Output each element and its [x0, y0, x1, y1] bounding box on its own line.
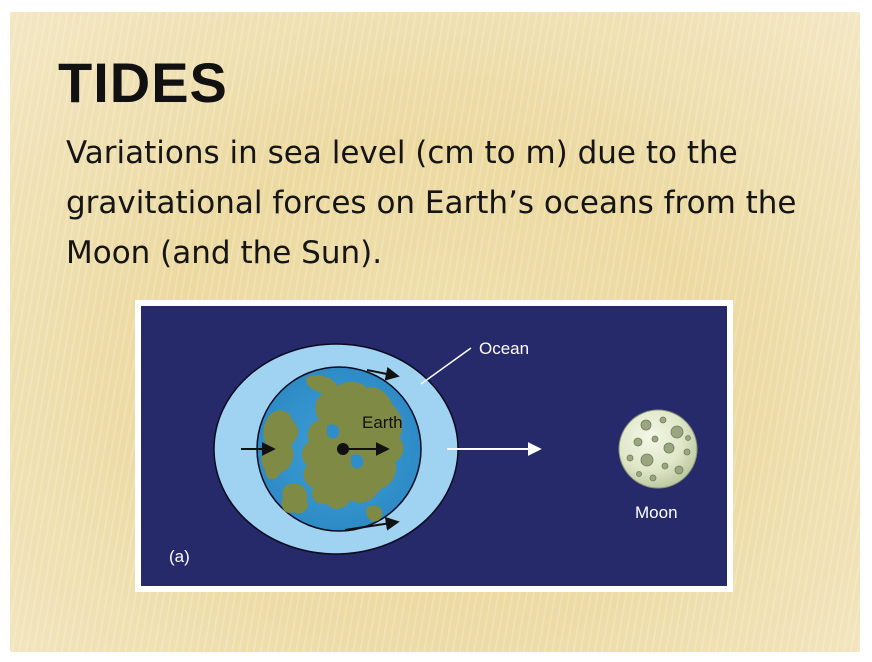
- panel-label: (a): [169, 547, 190, 566]
- ocean-leader-line: [420, 347, 472, 385]
- ocean-label: Ocean: [479, 339, 529, 358]
- tide-figure-frame: Ocean Earth Moon (a): [135, 300, 733, 592]
- moon-label: Moon: [635, 503, 678, 522]
- tide-diagram: Ocean Earth Moon (a): [141, 306, 727, 586]
- slide: TIDES Variations in sea level (cm to m) …: [10, 12, 860, 652]
- earth-label: Earth: [362, 413, 403, 432]
- slide-body-text: Variations in sea level (cm to m) due to…: [66, 135, 797, 271]
- bottom-force-arrow: [344, 516, 400, 531]
- slide-title: TIDES: [58, 51, 228, 114]
- top-force-arrow: [366, 366, 400, 381]
- moon-body: [618, 409, 698, 489]
- earth-center-dot: [337, 443, 349, 455]
